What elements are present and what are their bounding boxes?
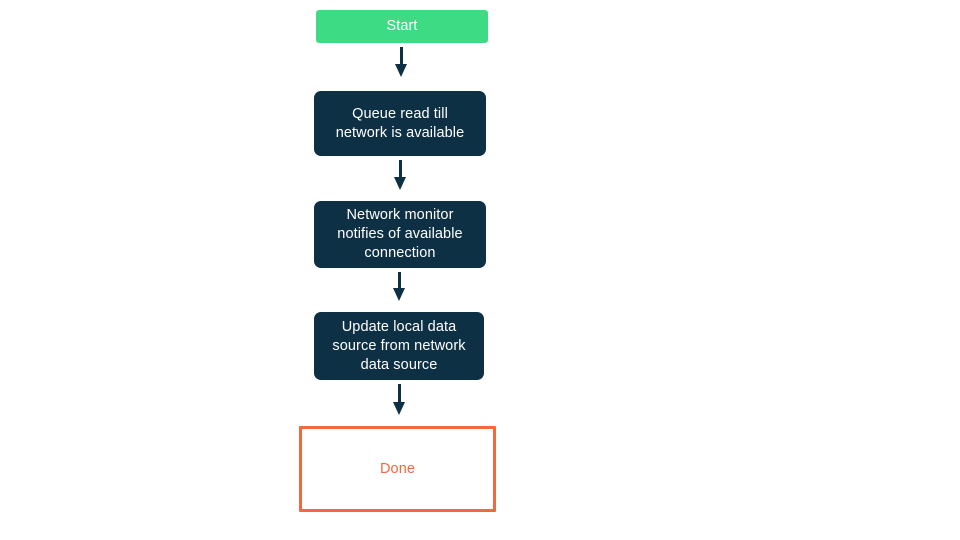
arrow-shaft: [399, 47, 403, 64]
flow-arrow-start-to-queue: [394, 47, 408, 77]
flow-node-start[interactable]: Start: [316, 10, 488, 43]
down-arrow-icon: [394, 177, 406, 190]
flow-node-network-monitor[interactable]: Network monitor notifies of available co…: [314, 201, 486, 268]
arrow-shaft: [398, 160, 402, 177]
down-arrow-icon: [393, 402, 405, 415]
down-arrow-icon: [395, 64, 407, 77]
arrow-shaft: [397, 272, 401, 288]
arrow-shaft: [397, 384, 401, 402]
flow-node-done[interactable]: Done: [299, 426, 496, 512]
flow-node-update-local-data[interactable]: Update local data source from network da…: [314, 312, 484, 380]
flow-arrow-update-to-done: [392, 384, 406, 415]
flow-node-queue-read[interactable]: Queue read till network is available: [314, 91, 486, 156]
flow-arrow-monitor-to-update: [392, 272, 406, 301]
flow-arrow-queue-to-monitor: [393, 160, 407, 190]
down-arrow-icon: [393, 288, 405, 301]
